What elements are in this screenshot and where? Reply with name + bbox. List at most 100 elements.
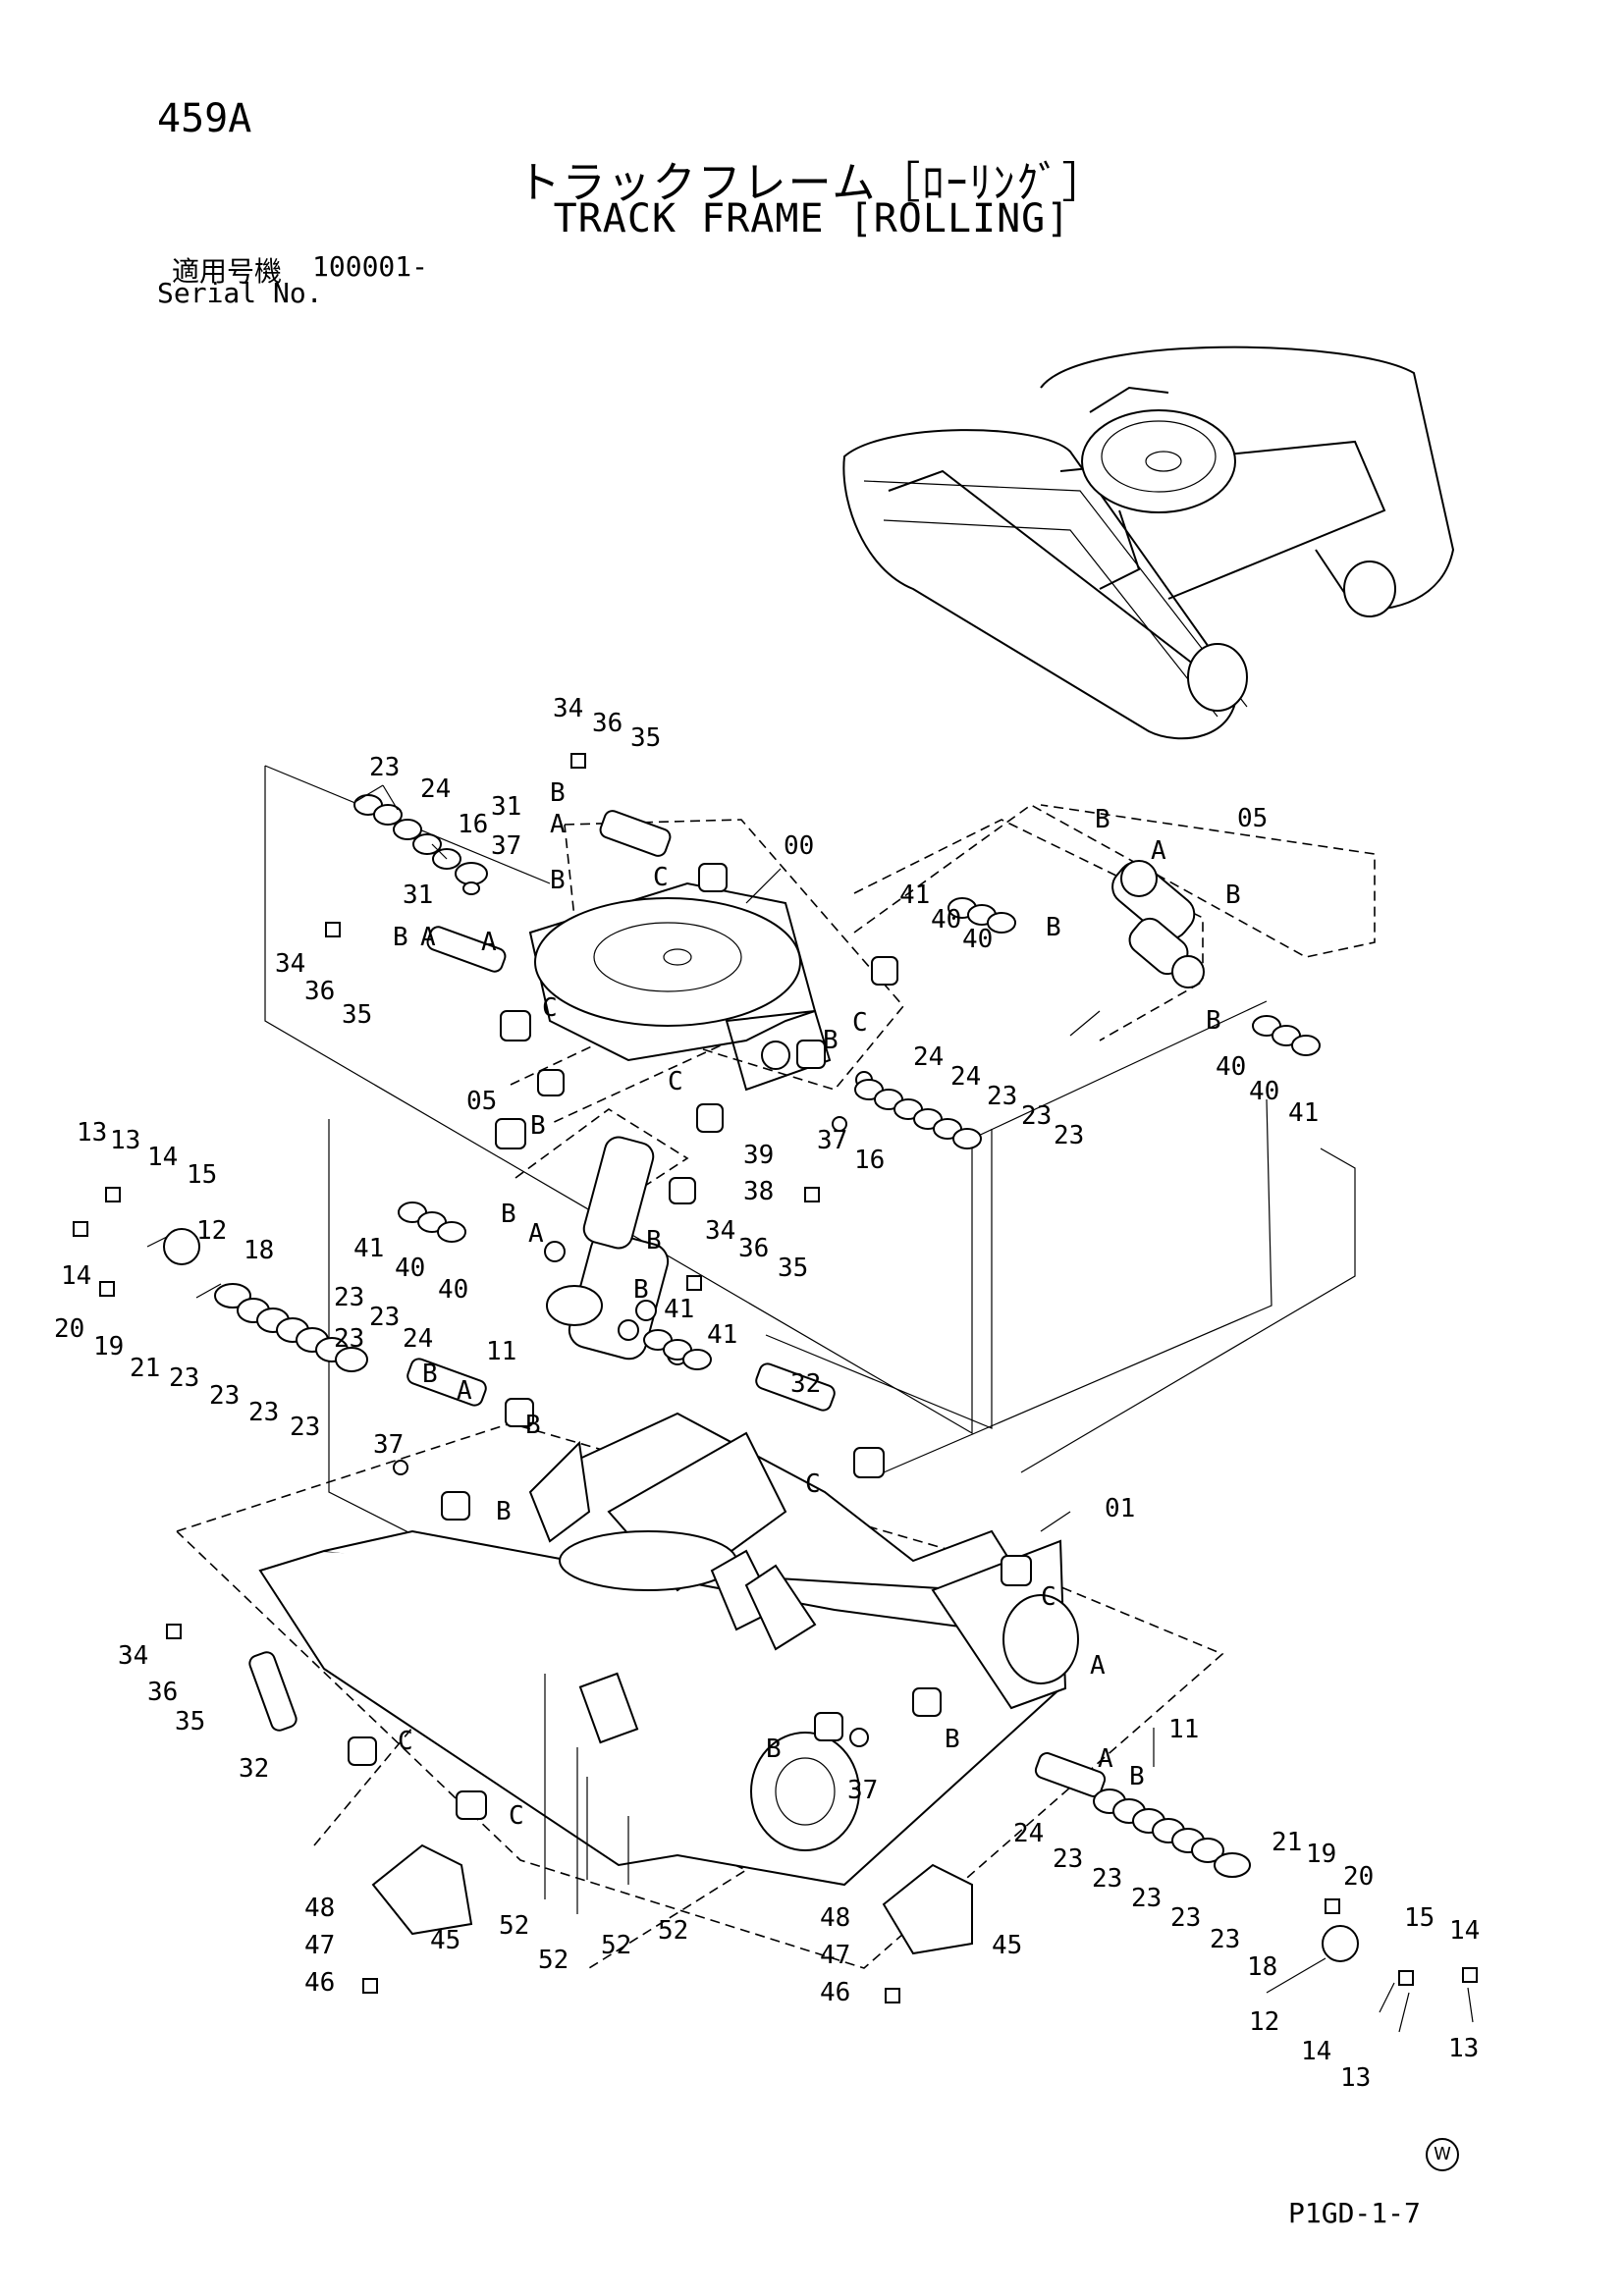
ref-letter-c: C: [1041, 1582, 1056, 1612]
callout-40: 40: [1249, 1077, 1279, 1106]
callout-34: 34: [275, 949, 305, 979]
callout-35: 35: [342, 1000, 372, 1030]
callout-40: 40: [438, 1275, 468, 1305]
serial-number-value: 100001-: [312, 250, 429, 283]
callout-52: 52: [499, 1911, 529, 1941]
serial-label-english: Serial No.: [157, 277, 323, 309]
cylinder-lower: [546, 1136, 670, 1361]
callout-52: 52: [538, 1946, 568, 1975]
callout-45: 45: [430, 1926, 460, 1955]
ref-letter-b: B: [646, 1226, 662, 1255]
callout-32: 32: [239, 1754, 269, 1784]
callout-23: 23: [369, 753, 400, 782]
ref-letter-b: B: [393, 923, 408, 952]
callout-11: 11: [1168, 1715, 1199, 1744]
callout-48: 48: [304, 1894, 335, 1923]
callout-20: 20: [54, 1314, 84, 1344]
callout-46: 46: [820, 1978, 850, 2007]
callout-13: 13: [1340, 2063, 1371, 2093]
ref-letter-b: B: [496, 1497, 512, 1526]
ref-letter-b: B: [1225, 881, 1241, 910]
callouts: 00 01 05 05 34 36 35 31 31 23 24 16 37 3…: [54, 694, 1480, 2093]
callout-01: 01: [1105, 1494, 1135, 1523]
callout-12: 12: [196, 1216, 227, 1246]
callout-52: 52: [601, 1931, 631, 1960]
callout-19: 19: [93, 1332, 124, 1362]
callout-34: 34: [553, 694, 583, 723]
callout-41: 41: [899, 881, 930, 910]
serial-label-japanese: 適用号機: [172, 255, 283, 288]
ref-letter-a: A: [1151, 836, 1166, 866]
ref-letter-b: B: [525, 1411, 541, 1440]
ref-letter-c: C: [852, 1008, 868, 1038]
callout-13: 13: [1448, 2034, 1479, 2063]
bolt-marks: [73, 753, 1478, 2003]
reference-letters: B A B A C B A C C B C B A B B B B B A B …: [393, 778, 1241, 1831]
callout-34: 34: [705, 1216, 735, 1246]
ref-letter-a: A: [1098, 1744, 1113, 1774]
callout-32: 32: [790, 1369, 821, 1399]
callout-23: 23: [248, 1398, 279, 1427]
callout-23: 23: [334, 1324, 364, 1354]
callout-05: 05: [466, 1087, 497, 1116]
callout-31: 31: [491, 792, 521, 822]
callout-35: 35: [778, 1254, 808, 1283]
callout-21: 21: [130, 1354, 160, 1383]
callout-14: 14: [1449, 1916, 1480, 1946]
page-code: P1GD-1-7: [1288, 2197, 1421, 2229]
callout-12: 12: [1249, 2007, 1279, 2037]
ref-letter-b: B: [550, 778, 566, 808]
track-frame: [258, 1412, 1079, 1887]
callout-13: 13: [110, 1126, 140, 1155]
callout-23: 23: [1021, 1101, 1052, 1131]
callout-34: 34: [118, 1641, 148, 1671]
callout-19: 19: [1306, 1840, 1336, 1869]
ref-letter-b: B: [1129, 1762, 1145, 1791]
callout-24: 24: [420, 774, 451, 804]
callout-41: 41: [353, 1234, 384, 1263]
callout-13: 13: [77, 1118, 107, 1148]
callout-23: 23: [1210, 1925, 1240, 1954]
callout-23: 23: [1054, 1121, 1084, 1150]
ref-letter-b: B: [633, 1275, 649, 1305]
ref-letter-b: B: [823, 1026, 839, 1055]
callout-21: 21: [1272, 1828, 1302, 1857]
callout-24: 24: [403, 1324, 433, 1354]
callout-40: 40: [395, 1254, 425, 1283]
callout-37: 37: [491, 831, 521, 861]
callout-24: 24: [1013, 1819, 1044, 1848]
ref-letter-a: A: [481, 928, 497, 957]
callout-00: 00: [784, 831, 814, 861]
ref-letter-c: C: [653, 863, 669, 892]
callout-37: 37: [373, 1430, 404, 1460]
callout-23: 23: [334, 1283, 364, 1312]
overview-illustration: [842, 346, 1455, 740]
callout-24: 24: [913, 1042, 944, 1072]
callout-14: 14: [147, 1143, 178, 1172]
ref-letter-b: B: [422, 1360, 438, 1389]
callout-18: 18: [244, 1236, 274, 1265]
callout-41: 41: [707, 1320, 737, 1350]
ref-letter-c: C: [668, 1067, 683, 1096]
callout-05: 05: [1237, 804, 1268, 833]
callout-36: 36: [738, 1234, 769, 1263]
callout-39: 39: [743, 1141, 774, 1170]
callout-46: 46: [304, 1968, 335, 1998]
title-english: TRACK FRAME [ROLLING]: [553, 196, 1071, 241]
callout-15: 15: [187, 1160, 217, 1190]
ref-letter-a: A: [550, 810, 566, 839]
callout-31: 31: [403, 881, 433, 910]
callout-35: 35: [175, 1707, 205, 1736]
ref-letter-b: B: [501, 1200, 516, 1229]
callout-23: 23: [1131, 1884, 1162, 1913]
callout-23: 23: [1092, 1864, 1122, 1894]
ref-letter-b: B: [530, 1111, 546, 1141]
callout-36: 36: [304, 977, 335, 1006]
ref-letter-b: B: [766, 1735, 782, 1764]
swing-body: [528, 881, 832, 1092]
callout-14: 14: [1301, 2037, 1331, 2066]
callout-23: 23: [1170, 1903, 1201, 1933]
callout-23: 23: [169, 1363, 199, 1393]
callout-41: 41: [1288, 1098, 1319, 1128]
leader-lines: [146, 784, 1474, 2033]
